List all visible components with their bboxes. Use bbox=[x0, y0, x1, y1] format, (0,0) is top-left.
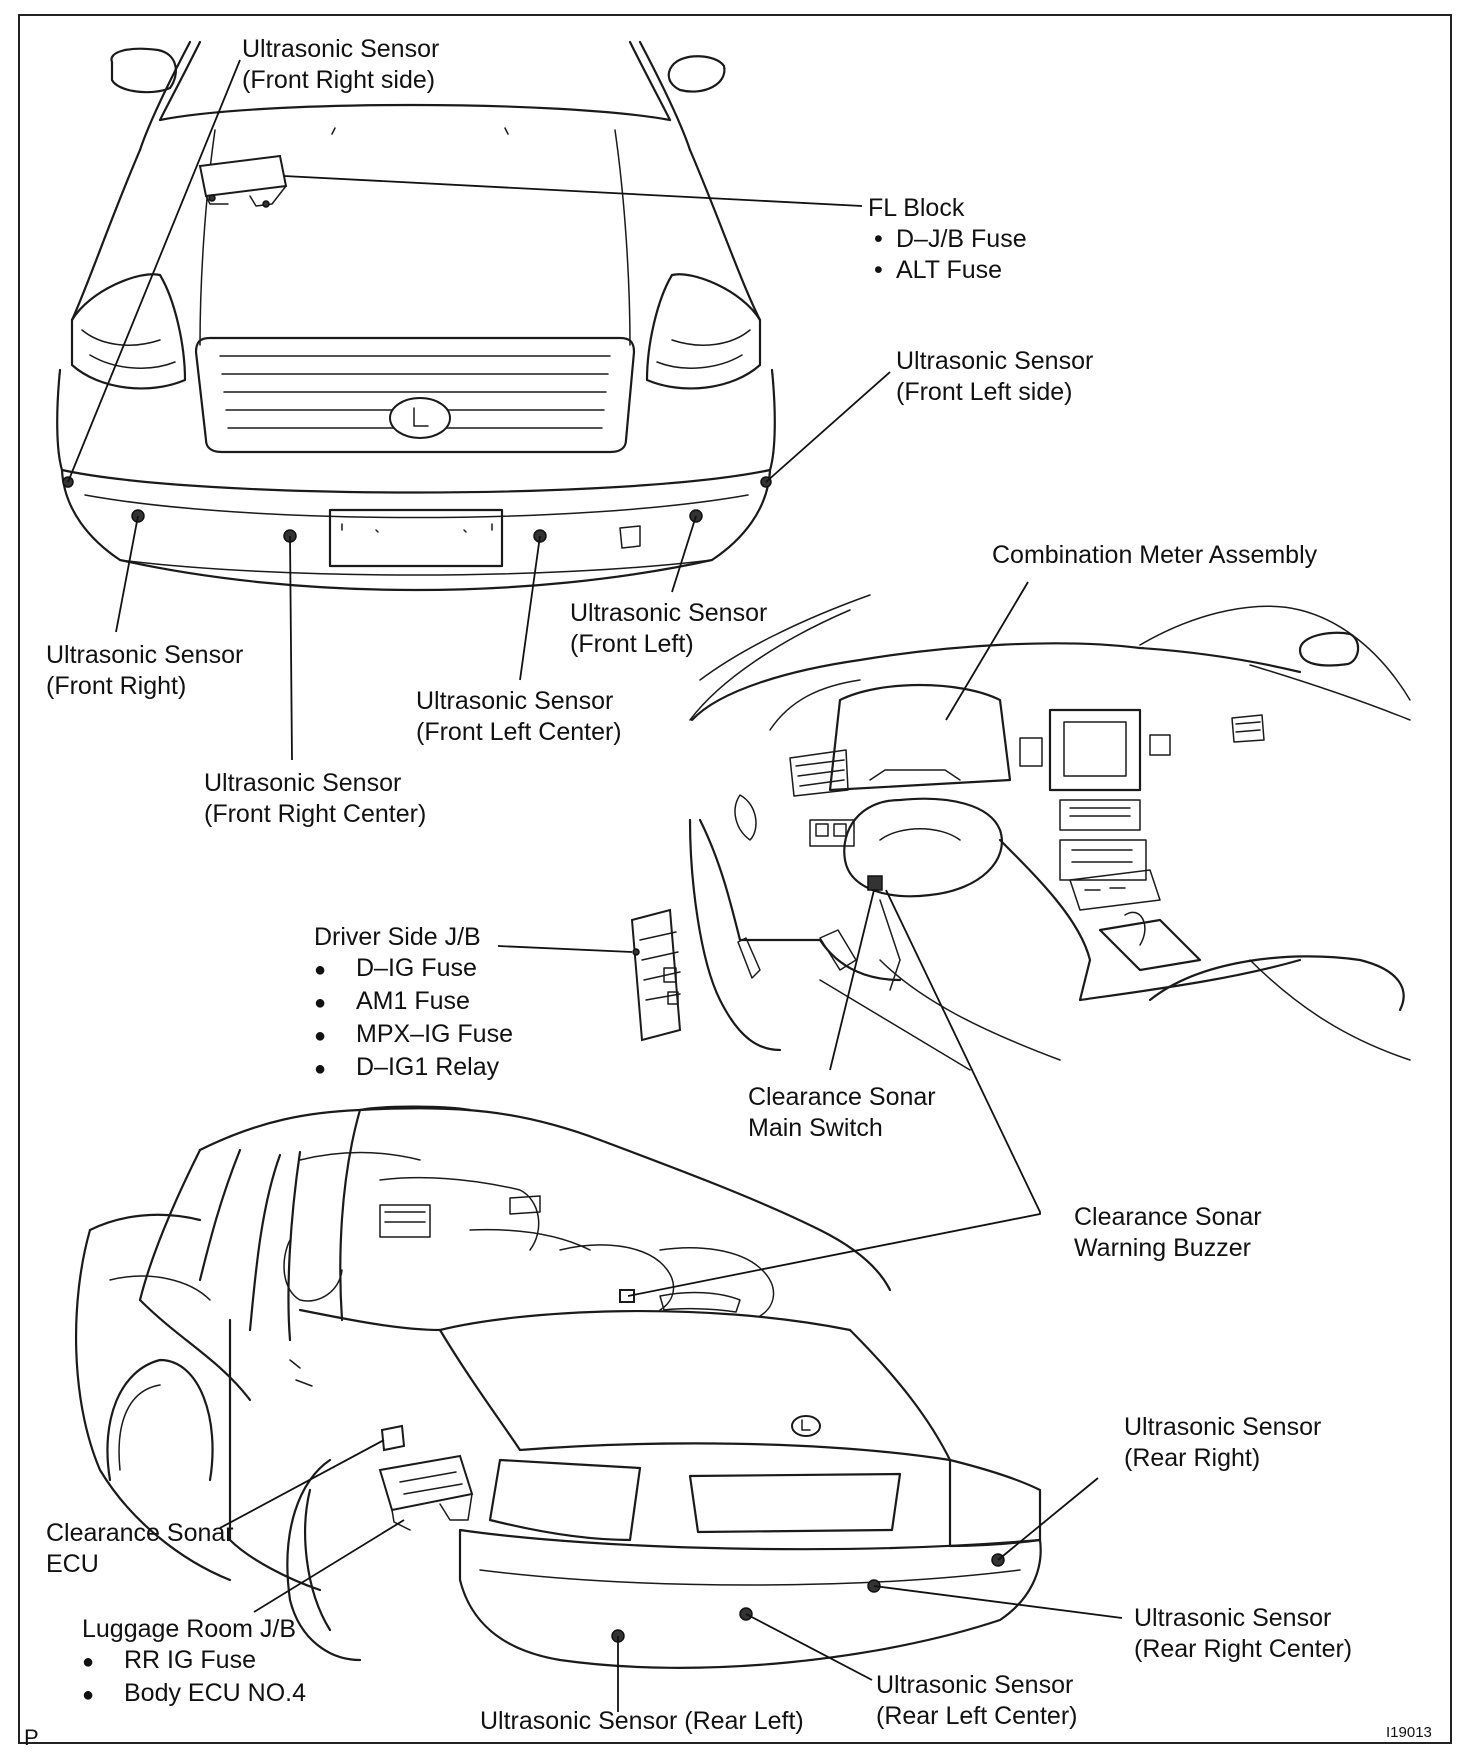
driver-jb-item: D–IG Fuse bbox=[314, 953, 513, 986]
driver-jb-item: MPX–IG Fuse bbox=[314, 1019, 513, 1052]
label-combination-meter-assembly: Combination Meter Assembly bbox=[992, 541, 1318, 569]
luggage-jb-item: RR IG Fuse bbox=[82, 1645, 306, 1678]
driver-jb-item: D–IG1 Relay bbox=[314, 1052, 513, 1085]
rear-car-drawing bbox=[74, 1105, 1042, 1669]
label-us-front-right: Ultrasonic Sensor (Front Right) bbox=[46, 641, 244, 700]
label-us-rear-left-center: Ultrasonic Sensor (Rear Left Center) bbox=[876, 1671, 1078, 1730]
dashboard-drawing bbox=[688, 594, 1411, 1071]
fl-block-item: D–J/B Fuse bbox=[868, 224, 1027, 255]
label-us-front-right-side: Ultrasonic Sensor (Front Right side) bbox=[242, 35, 440, 94]
label-driver-side-jb-items: D–IG Fuse AM1 Fuse MPX–IG Fuse D–IG1 Rel… bbox=[314, 953, 513, 1085]
label-clearance-sonar-main-switch: Clearance Sonar Main Switch bbox=[748, 1083, 936, 1142]
label-us-rear-right: Ultrasonic Sensor (Rear Right) bbox=[1124, 1413, 1322, 1472]
leader-lines bbox=[67, 59, 1123, 1712]
label-driver-side-jb-title: Driver Side J/B bbox=[314, 923, 481, 951]
driver-side-jb-drawing bbox=[630, 908, 682, 1042]
label-us-front-right-center: Ultrasonic Sensor (Front Right Center) bbox=[204, 769, 427, 828]
front-car-drawing bbox=[56, 40, 776, 592]
label-fl-block: FL Block D–J/B Fuse ALT Fuse bbox=[868, 193, 1027, 286]
label-luggage-room-jb-title: Luggage Room J/B bbox=[82, 1615, 297, 1643]
label-us-rear-right-center: Ultrasonic Sensor (Rear Right Center) bbox=[1134, 1604, 1353, 1663]
label-clearance-sonar-warning-buzzer: Clearance Sonar Warning Buzzer bbox=[1074, 1203, 1262, 1262]
driver-jb-item: AM1 Fuse bbox=[314, 986, 513, 1019]
label-us-front-left: Ultrasonic Sensor (Front Left) bbox=[570, 599, 768, 658]
label-us-front-left-side: Ultrasonic Sensor (Front Left side) bbox=[896, 347, 1094, 406]
label-us-rear-left: Ultrasonic Sensor (Rear Left) bbox=[480, 1707, 804, 1735]
luggage-jb-item: Body ECU NO.4 bbox=[82, 1678, 306, 1711]
corner-mark: P bbox=[24, 1725, 39, 1750]
fl-block-item: ALT Fuse bbox=[868, 255, 1027, 286]
diagram-frame bbox=[18, 14, 1452, 1744]
label-clearance-sonar-ecu: Clearance Sonar ECU bbox=[46, 1519, 234, 1578]
label-us-front-left-center: Ultrasonic Sensor (Front Left Center) bbox=[416, 687, 622, 746]
fl-block-title: FL Block bbox=[868, 194, 965, 222]
figure-code: I19013 bbox=[1386, 1724, 1432, 1741]
label-luggage-room-jb-items: RR IG Fuse Body ECU NO.4 bbox=[82, 1645, 306, 1711]
